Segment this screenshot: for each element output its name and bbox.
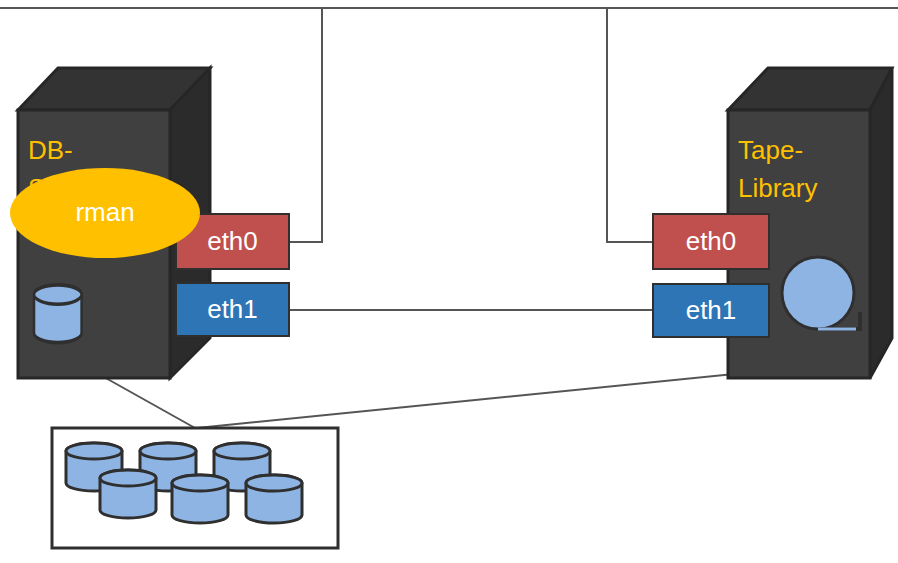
network-port: eth1 <box>175 282 290 337</box>
storage-link <box>197 369 785 428</box>
network-port: eth0 <box>652 213 770 270</box>
network-link <box>290 309 652 311</box>
bus-drop <box>290 8 322 242</box>
device-label: Tape- Library <box>738 132 856 207</box>
port-label: eth0 <box>686 227 737 257</box>
network-port: eth1 <box>652 283 770 338</box>
server-node: DB-Serverrmaneth0eth1 <box>18 110 170 378</box>
port-label: eth1 <box>207 295 258 325</box>
bus-drop <box>607 8 652 242</box>
storage-array <box>52 428 338 548</box>
port-label: eth1 <box>686 296 737 326</box>
tape-library-node: Tape- Libraryeth0eth1 <box>728 110 870 378</box>
port-label: eth0 <box>207 227 258 257</box>
network-bus <box>0 7 898 9</box>
process-label: rman <box>75 198 134 228</box>
process-ellipse: rman <box>10 168 200 258</box>
storage-link <box>95 372 195 428</box>
